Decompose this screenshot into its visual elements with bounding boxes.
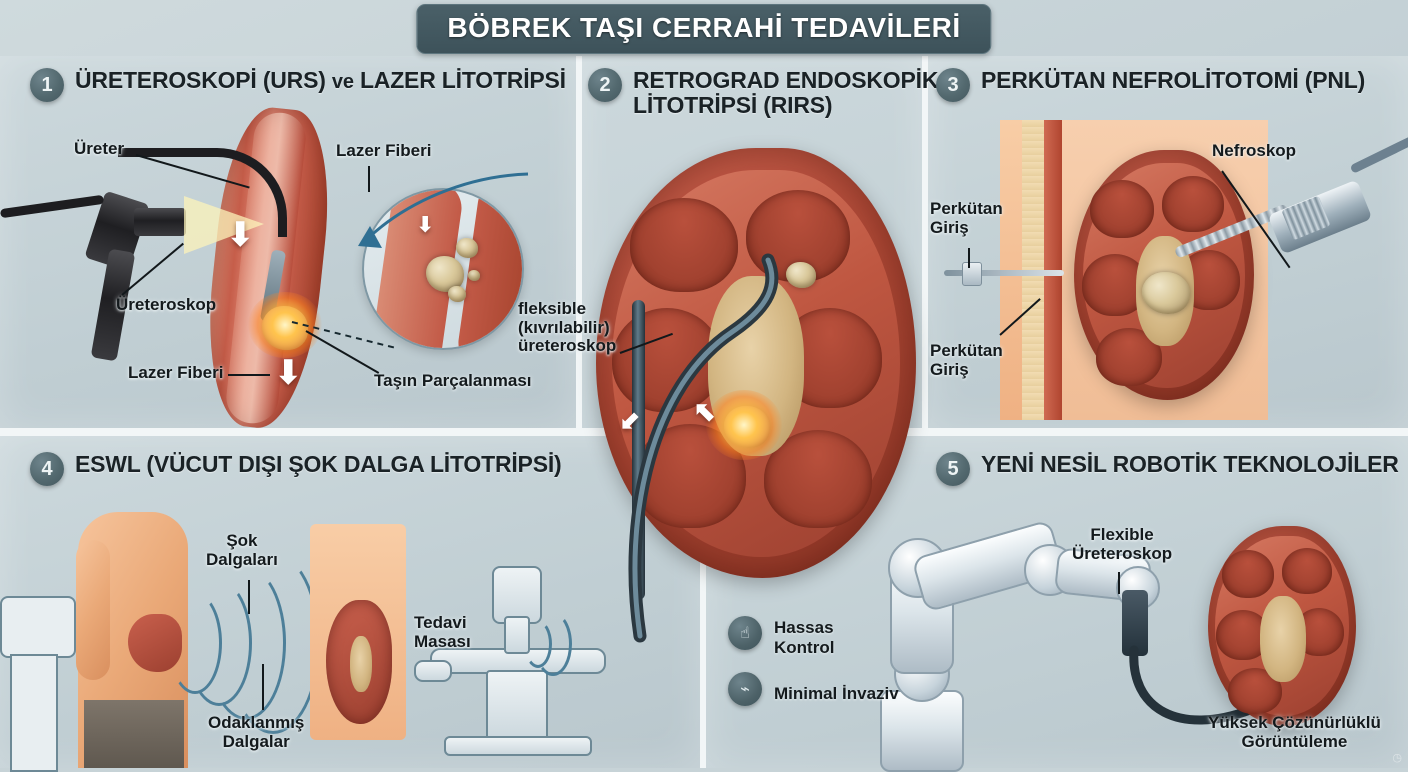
robotic-pyramid-2 (1282, 548, 1332, 594)
section-5-title: YENİ NESİL ROBOTİK TEKNOLOJİLER (981, 451, 1399, 477)
magnified-stone-inset: ⬇ (362, 188, 524, 350)
kidney-stone-pnl (1142, 272, 1190, 314)
label-stone-fragmentation: Taşın Parçalanması (374, 371, 532, 390)
section-4-header: 4 ESWL (VÜCUT DIŞI ŞOK DALGA LİTOTRİPSİ) (30, 452, 562, 486)
label-flexible-ureteroscope: fleksible (kıvrılabilir) üreteroskop (518, 299, 617, 356)
eswl-table-pillow (414, 660, 452, 682)
robot-tool-holder (1122, 590, 1148, 656)
section-2-header: 2 RETROGRAD ENDOSKOPİK LİTOTRİPSİ (RIRS) (588, 68, 938, 118)
section-1-title-a: ÜRETEROSKOPİ (URS) (75, 67, 332, 93)
laser-flash-panel-1 (248, 292, 322, 358)
label-shock-waves: Şok Dalgaları (206, 531, 278, 569)
label-treatment-table: Tedavi Masası (414, 613, 471, 651)
hand-touch-glyph: ☝ (740, 625, 750, 642)
eswl-patient-arm (76, 540, 110, 680)
renal-pyramid-6 (764, 430, 872, 528)
section-2-title-line1: RETROGRAD ENDOSKOPİK (633, 67, 939, 93)
section-3-title: PERKÜTAN NEFROLİTOTOMİ (PNL) (981, 67, 1366, 93)
label-ureter: Üreter (74, 139, 125, 158)
treatment-table-wave-2 (534, 612, 572, 676)
kidney-stone-rirs-b (786, 262, 816, 288)
ureteroscope-eyepiece (134, 208, 186, 236)
feature-label-precise-control: Hassas Kontrol (774, 618, 835, 657)
eswl-renal-pelvis (350, 636, 372, 692)
section-2-title-line2: LİTOTRİPSİ (RIRS) (633, 91, 833, 118)
flexible-ureteroscope-curve (628, 253, 779, 643)
watermark: ◷ (1392, 752, 1402, 764)
kidney-illustration-robotic (1208, 526, 1356, 726)
label-laser-fiber-top: Lazer Fiberi (336, 141, 432, 160)
section-5-badge: 5 (936, 452, 970, 486)
label-nephroscope: Nefroskop (1212, 141, 1297, 160)
label-high-resolution-imaging: Yüksek Çözünürlüklü Görüntüleme (1208, 713, 1381, 751)
rirs-flow-arrow-1: ⬉ (694, 396, 718, 427)
section-1-title-c: LAZER LİTOTRİPSİ (353, 67, 566, 93)
leader-laser-fiber-left (228, 374, 270, 376)
inset-stone-fragment-c (448, 286, 466, 302)
leader-shock-waves (248, 580, 250, 614)
renal-pelvis-robotic (1260, 596, 1306, 682)
section-1-title: ÜRETEROSKOPİ (URS) ve LAZER LİTOTRİPSİ (75, 68, 566, 94)
ureteroscope-cable (118, 148, 287, 237)
kidney-illustration-rirs (596, 148, 916, 578)
leader-flexible-ureteroscope-robotic (1118, 572, 1120, 594)
shock-wave-arc-4 (226, 552, 320, 734)
leader-percutaneous-access-1 (968, 248, 970, 268)
eswl-treatment-table-foot (444, 736, 592, 756)
leader-focused-waves (262, 664, 264, 710)
inset-stone-fragment-b (456, 238, 478, 258)
section-4-badge: 4 (30, 452, 64, 486)
section-1-badge: 1 (30, 68, 64, 102)
section-1-header: 1 ÜRETEROSKOPİ (URS) ve LAZER LİTOTRİPSİ (30, 68, 566, 102)
percutaneous-needle (944, 270, 1064, 276)
label-ureteroscope: Üreteroskop (116, 295, 217, 314)
dna-icon: ⌁ (728, 672, 762, 706)
feature-label-minimally-invasive: Minimal İnvaziv (774, 684, 899, 703)
robotic-pyramid-1 (1222, 550, 1274, 598)
light-beam (184, 196, 264, 254)
flow-arrow-down-1: ⬇ (226, 216, 255, 254)
flow-arrow-down-2: ⬇ (274, 354, 303, 392)
magnifier-pointer-arrow (358, 172, 529, 248)
section-2-badge: 2 (588, 68, 622, 102)
rirs-flow-arrow-2: ⬋ (620, 404, 642, 434)
inset-stone-fragment-d (468, 270, 480, 281)
divider-vertical-right (922, 56, 928, 428)
robot-scope-cable (1129, 645, 1255, 725)
inset-dashed-connector (291, 321, 397, 349)
page-title-text: BÖBREK TAŞI CERRAHİ TEDAVİLERİ (447, 12, 961, 43)
inset-flow-arrow: ⬇ (416, 212, 435, 237)
divider-vertical-left (576, 56, 582, 428)
divider-vertical-bottom (700, 436, 706, 768)
kidney-illustration-pnl (1074, 150, 1254, 400)
eswl-treatment-table-arm (492, 566, 542, 624)
leader-laser-fiber-top (368, 166, 370, 192)
hand-touch-icon: ☝ (728, 616, 762, 650)
eswl-patient-trousers (84, 700, 184, 768)
section-5-header: 5 YENİ NESİL ROBOTİK TEKNOLOJİLER (936, 452, 1399, 486)
eswl-machine-column (10, 654, 58, 772)
eswl-treatment-table-base (486, 670, 548, 740)
label-laser-fiber-left: Lazer Fiberi (128, 363, 224, 382)
label-percutaneous-access-2: Perkütan Giriş (930, 341, 1003, 379)
eswl-machine-head (0, 596, 76, 658)
section-3-badge: 3 (936, 68, 970, 102)
pnl-pyramid-1 (1090, 180, 1154, 238)
section-1-title-b: ve (331, 71, 354, 93)
pnl-pyramid-2 (1162, 176, 1224, 232)
renal-pyramid-1 (630, 198, 738, 292)
percutaneous-needle-hub (962, 262, 982, 286)
label-flexible-ureteroscope-robotic: Flexible Üreteroskop (1072, 525, 1173, 563)
label-focused-waves: Odaklanmış Dalgalar (208, 713, 305, 751)
page-title: BÖBREK TAŞI CERRAHİ TEDAVİLERİ (416, 4, 992, 54)
dna-glyph: ⌁ (740, 681, 750, 698)
laser-flash-rirs (706, 390, 782, 460)
label-percutaneous-access-1: Perkütan Giriş (930, 199, 1003, 237)
section-2-title: RETROGRAD ENDOSKOPİK LİTOTRİPSİ (RIRS) (633, 68, 938, 118)
section-4-title: ESWL (VÜCUT DIŞI ŞOK DALGA LİTOTRİPSİ) (75, 451, 562, 477)
section-3-header: 3 PERKÜTAN NEFROLİTOTOMİ (PNL) (936, 68, 1365, 102)
